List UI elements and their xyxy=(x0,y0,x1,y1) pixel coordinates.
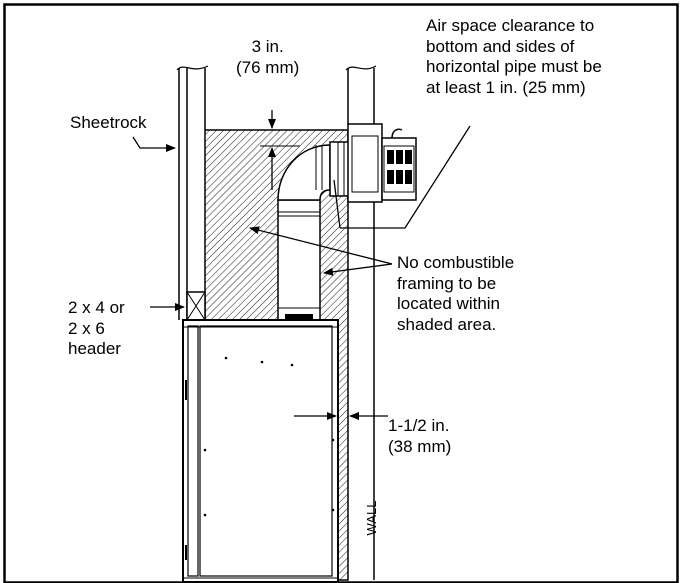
sheetrock-arrow xyxy=(132,136,176,152)
header-label: 2 x 4 or 2 x 6 header xyxy=(68,298,125,358)
wall-label: WALL xyxy=(364,500,379,536)
vertical-pipe xyxy=(277,199,321,321)
vent-cap xyxy=(381,128,417,201)
exterior-wall xyxy=(345,65,377,580)
header-block xyxy=(186,291,206,321)
sheetrock-label: Sheetrock xyxy=(70,113,147,132)
pipe-collar xyxy=(285,314,313,320)
dimension-1-5in-label: 1-1/2 in. (38 mm) xyxy=(388,416,452,456)
air-space-leader xyxy=(340,125,471,229)
no-combustible-arrow-1 xyxy=(249,226,393,265)
fireplace-unit xyxy=(182,319,339,583)
sheetrock-framing xyxy=(176,65,209,320)
no-combustible-note: No combustible framing to be located wit… xyxy=(397,253,515,334)
no-combustible-arrow-2 xyxy=(323,263,393,276)
air-space-note: Air space clearance to bottom and sides … xyxy=(426,16,602,97)
dimension-3in-label: 3 in. (76 mm) xyxy=(236,37,300,77)
